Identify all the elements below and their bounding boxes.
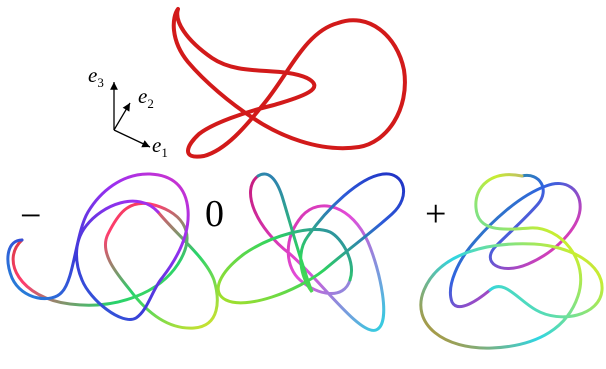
- e3-label: e3: [88, 63, 104, 90]
- main-knot: [171, 7, 407, 159]
- minus-label: −: [20, 195, 41, 237]
- plus-knot-strand-a: [449, 173, 582, 309]
- e1-label: e1: [152, 133, 168, 160]
- e2-axis-arrow: [113, 102, 131, 131]
- zero-knot-strand-b: [216, 172, 405, 305]
- zero-knot-strand-a: [249, 174, 386, 332]
- plus-knot: [419, 173, 604, 350]
- zero-knot: [216, 172, 405, 332]
- zero-label: 0: [205, 193, 224, 235]
- minus-knot: [6, 172, 219, 330]
- plus-label: +: [425, 193, 446, 235]
- plus-knot-strand-b: [419, 173, 604, 350]
- main-knot-curve: [171, 7, 407, 159]
- minus-knot-strand-b: [6, 172, 190, 321]
- minus-knot-strand-a: [11, 201, 219, 330]
- e1-axis-arrow: [113, 129, 151, 148]
- e2-label: e2: [138, 84, 154, 111]
- basis-axes: e3 e2 e1: [88, 63, 168, 160]
